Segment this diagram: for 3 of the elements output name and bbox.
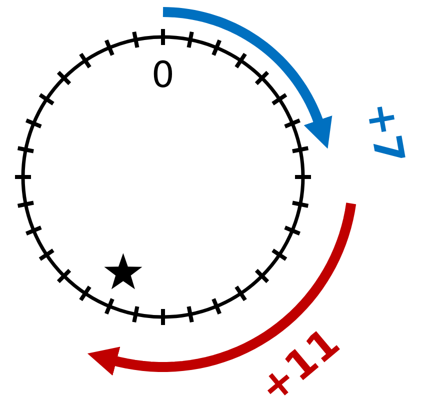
tick-label: 0 <box>152 58 174 94</box>
step-label: +7 <box>360 99 410 167</box>
step-label: +11 <box>252 322 348 404</box>
